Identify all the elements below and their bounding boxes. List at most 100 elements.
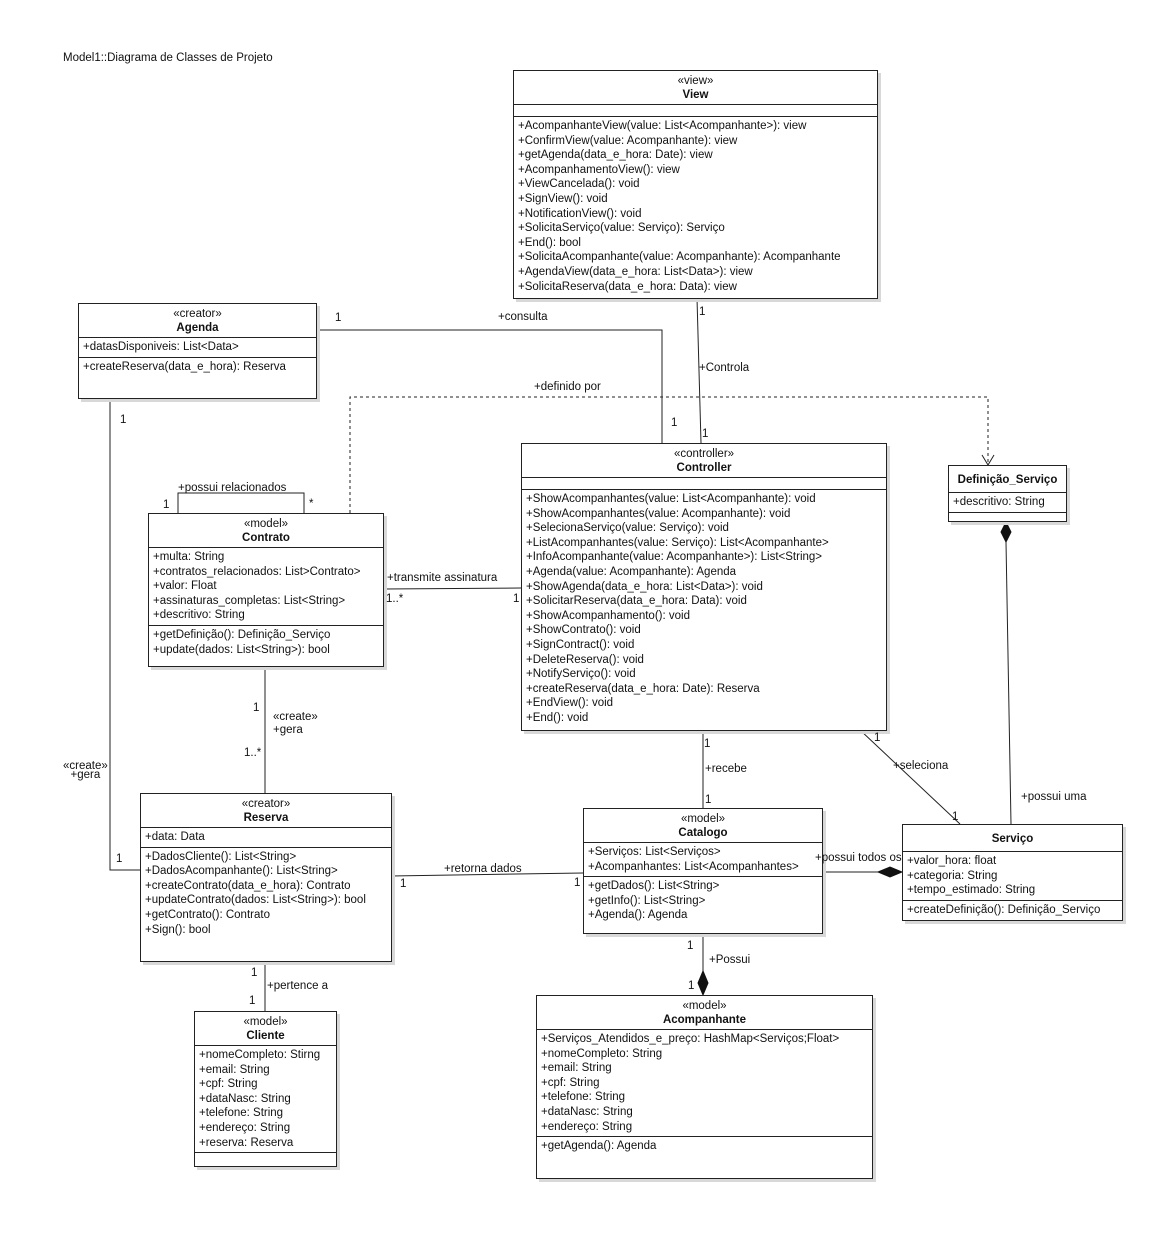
class-attributes: +nomeCompleto: Stirng +email: String +cp… (195, 1046, 336, 1154)
class-operations (949, 513, 1066, 517)
multiplicity-view-controla: 1 (699, 306, 706, 318)
operation: +DeleteReserva(): void (526, 653, 644, 666)
operation: +getAgenda(): Agenda (541, 1140, 657, 1153)
multiplicity-contrato-gera: 1 (253, 702, 260, 714)
class-header: «view» View (514, 71, 877, 105)
class-attributes (514, 105, 877, 117)
attribute: +data: Data (145, 831, 205, 843)
attribute: +email: String (541, 1062, 612, 1075)
attribute: +dataNasc: String (199, 1092, 291, 1105)
multiplicity-controller-consulta: 1 (671, 417, 678, 429)
link-contrato-self (177, 492, 305, 513)
link-view-controller (696, 297, 702, 444)
operation: +ShowAcompanhamento(): void (526, 609, 690, 622)
multiplicity-catalogo-possui: 1 (687, 940, 694, 952)
class-name: Reserva (243, 812, 289, 824)
operation: +update(dados: List<String>): bool (153, 643, 330, 656)
class-stereotype: «controller» (673, 448, 735, 460)
operation: +createContrato(data_e_hora): Contrato (145, 879, 351, 892)
class-operations: +getDados(): List<String> +getInfo(): Li… (584, 877, 822, 925)
label-create-gera-left: «create» +gera (63, 760, 108, 781)
attribute: +Serviços_Atendidos_e_preço: HashMap<Ser… (541, 1033, 840, 1045)
operation: +AcompanhanteView(value: List<Acompanhan… (518, 120, 807, 132)
operation: +getDados(): List<String> (588, 880, 720, 893)
class-servico[interactable]: Serviço +valor_hora: float +categoria: S… (902, 824, 1123, 921)
class-name: Catalogo (678, 827, 728, 839)
class-controller[interactable]: «controller» Controller +ShowAcompanhant… (521, 443, 887, 731)
link-contrato-controller (383, 587, 522, 590)
operation: +getAgenda(data_e_hora: Date): view (518, 149, 713, 162)
class-attributes: +Serviços_Atendidos_e_preço: HashMap<Ser… (537, 1030, 872, 1138)
class-name: Agenda (176, 322, 219, 334)
operation: +Agenda(value: Acompanhante): Agenda (526, 565, 737, 578)
class-header: «model» Acompanhante (537, 996, 872, 1030)
link-agenda-reserva (109, 399, 140, 871)
class-header: «model» Contrato (149, 514, 383, 548)
class-acompanhante[interactable]: «model» Acompanhante +Serviços_Atendidos… (536, 995, 873, 1179)
attribute: +assinaturas_completas: List<String> (153, 594, 346, 607)
attribute: +datasDisponiveis: List<Data> (83, 341, 239, 353)
class-attributes: +valor_hora: float +categoria: String +t… (903, 852, 1122, 901)
multiplicity-acompanhante-possui: 1 (688, 980, 695, 992)
class-operations: +AcompanhanteView(value: List<Acompanhan… (514, 117, 877, 296)
class-header: «creator» Agenda (79, 304, 316, 338)
composition-diamond-definicao (1000, 520, 1012, 544)
class-view[interactable]: «view» View +AcompanhanteView(value: Lis… (513, 70, 878, 299)
class-contrato[interactable]: «model» Contrato +multa: String +contrat… (148, 513, 384, 667)
attribute: +nomeCompleto: String (541, 1047, 663, 1060)
class-operations (195, 1153, 336, 1157)
attribute: +descritivo: String (953, 496, 1045, 508)
label-definido-por: +definido por (534, 381, 601, 393)
attribute: +categoria: String (907, 869, 998, 882)
class-operations: +getDefinição(): Definição_Serviço +upda… (149, 626, 383, 659)
class-cliente[interactable]: «model» Cliente +nomeCompleto: Stirng +e… (194, 1011, 337, 1167)
class-operations: +createReserva(data_e_hora): Reserva (79, 358, 316, 377)
class-stereotype: «creator» (241, 798, 291, 810)
class-stereotype: «view» (677, 75, 714, 87)
multiplicity-self-star: * (309, 498, 314, 510)
operation: +InfoAcompanhante(value: Acompanhante>):… (526, 551, 823, 564)
operation: +Agenda(): Agenda (588, 909, 688, 922)
attribute: +email: String (199, 1063, 270, 1076)
attribute: +multa: String (153, 551, 225, 563)
class-reserva[interactable]: «creator» Reserva +data: Data +DadosClie… (140, 793, 392, 962)
multiplicity-reserva-contrato: 1..* (244, 747, 262, 759)
class-operations: +createDefinição(): Definição_Serviço (903, 901, 1122, 920)
class-name: View (682, 89, 709, 101)
class-definicao-servico[interactable]: Definição_Serviço +descritivo: String (948, 465, 1067, 522)
label-pertence-a: +pertence a (267, 980, 329, 992)
label-possui: +Possui (709, 954, 751, 966)
diagram-title: Model1::Diagrama de Classes de Projeto (63, 52, 273, 64)
attribute: +telefone: String (541, 1091, 626, 1104)
attribute: +cpf: String (541, 1076, 600, 1089)
operation: +ViewCancelada(): void (518, 178, 640, 191)
operation: +ListAcompanhantes(value: Serviço): List… (526, 536, 829, 549)
class-name: Serviço (991, 833, 1034, 845)
multiplicity-catalogo-retorna: 1 (574, 877, 581, 889)
link-reserva-catalogo (390, 872, 584, 877)
attribute: +reserva: Reserva (199, 1136, 294, 1149)
attribute: +cpf: String (199, 1078, 258, 1091)
class-stereotype: «model» (243, 518, 289, 530)
link-contrato-definicao (349, 396, 989, 513)
attribute: +endereço: String (541, 1120, 633, 1133)
class-attributes: +multa: String +contratos_relacionados: … (149, 548, 383, 626)
operation: +EndView(): void (526, 697, 614, 710)
operation: +updateContrato(dados: List<String>): bo… (145, 894, 366, 907)
attribute: +Serviços: List<Serviços> (588, 846, 721, 858)
label-seleciona: +seleciona (893, 760, 949, 772)
label-controla: +Controla (699, 362, 750, 374)
operation: +SolicitaAcompanhante(value: Acompanhant… (518, 251, 841, 264)
operation: +getContrato(): Contrato (145, 908, 270, 921)
class-catalogo[interactable]: «model» Catalogo +Serviços: List<Serviço… (583, 808, 823, 934)
class-agenda[interactable]: «creator» Agenda +datasDisponiveis: List… (78, 303, 317, 399)
attribute: +endereço: String (199, 1121, 291, 1134)
attribute: +valor: Float (153, 580, 217, 593)
multiplicity-controller-recebe: 1 (704, 738, 711, 750)
class-name: Definição_Serviço (957, 474, 1058, 486)
class-name: Cliente (246, 1030, 285, 1042)
operation: +NotificationView(): void (518, 207, 642, 220)
class-header: «creator» Reserva (141, 794, 391, 828)
operation: +getDefinição(): Definição_Serviço (153, 628, 331, 641)
multiplicity-controller-seleciona: 1 (874, 732, 881, 744)
